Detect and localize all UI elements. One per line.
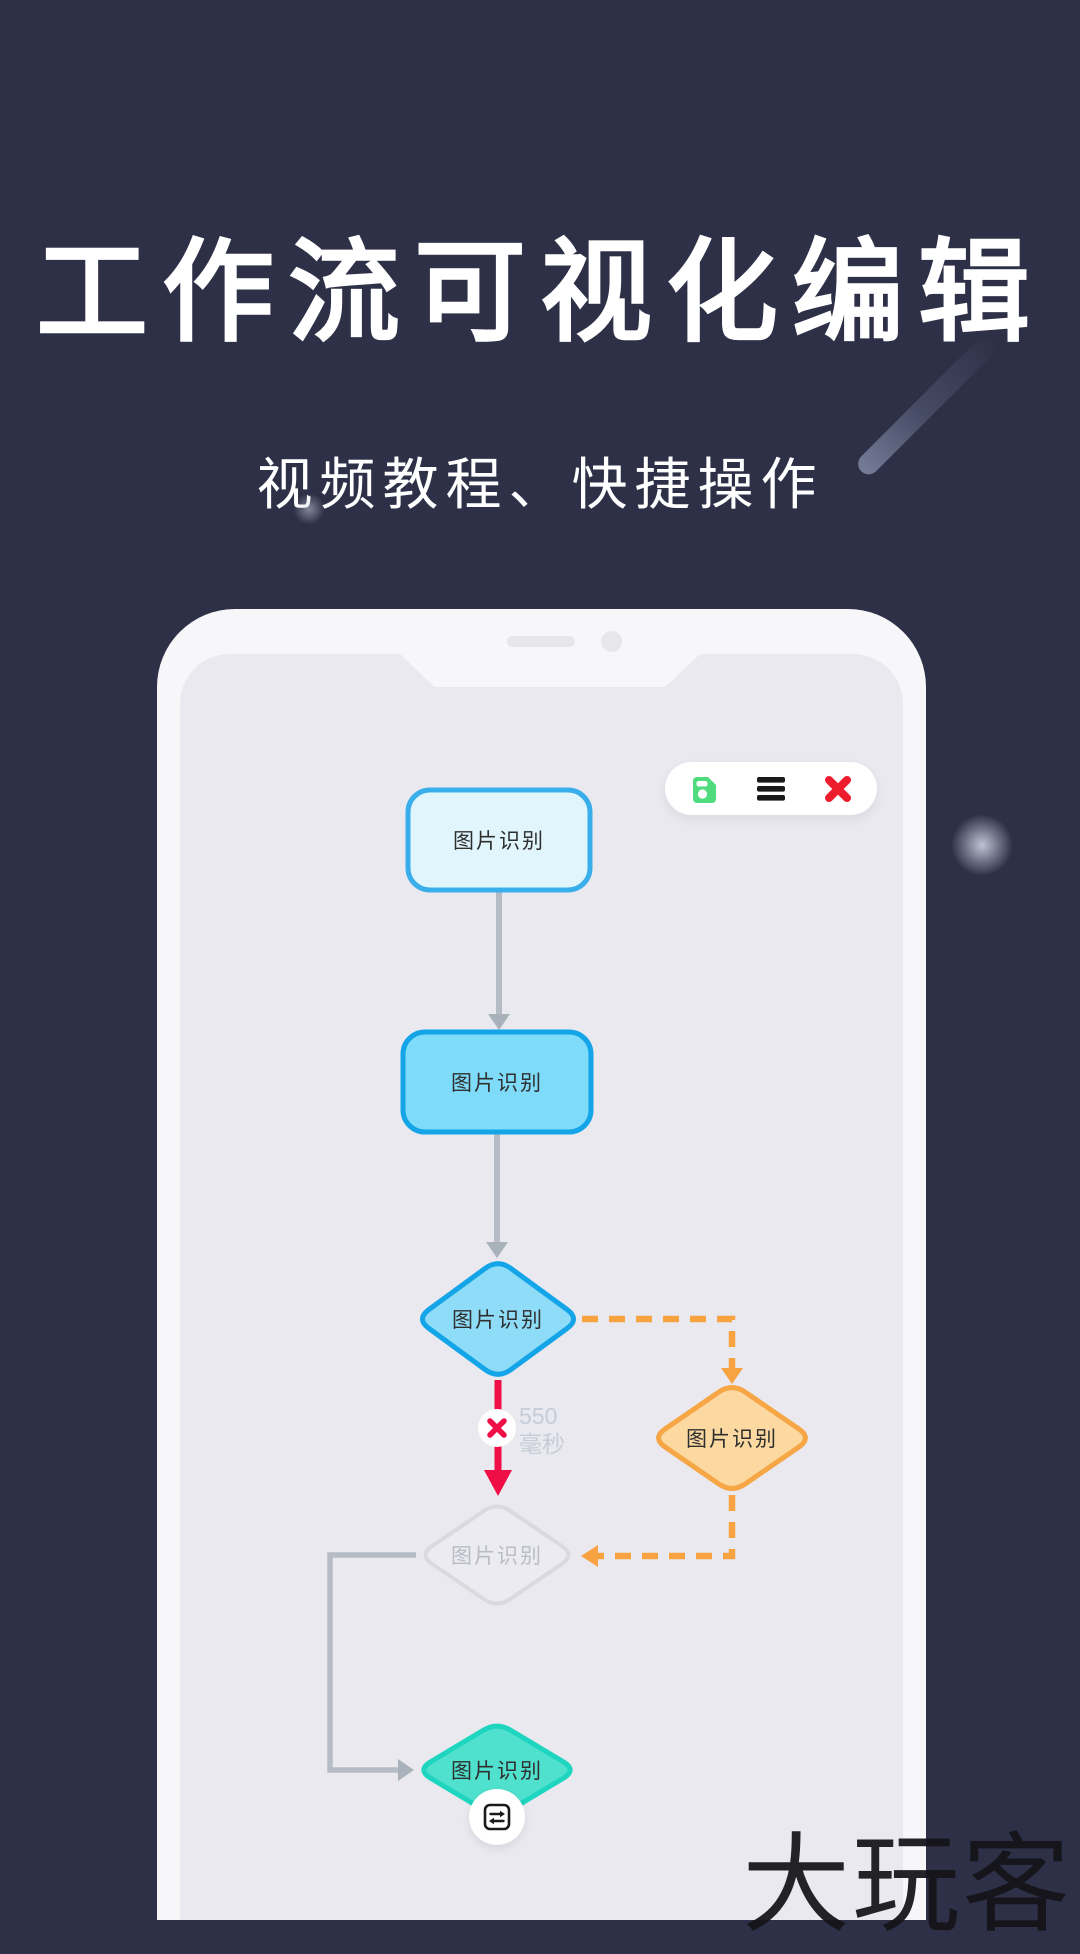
watermark: 大玩客: [742, 1824, 1073, 1945]
arrowhead-left-icon: [581, 1545, 598, 1567]
menu-button[interactable]: [756, 774, 786, 804]
page-subtitle: 视频教程、快捷操作: [256, 453, 824, 516]
edge-duration-value: 550: [519, 1403, 557, 1429]
flow-node-end-teal[interactable]: 图片识别: [421, 1723, 573, 1817]
node-label: 图片识别: [451, 1545, 543, 1568]
arrowhead-down-icon: [484, 1470, 512, 1496]
flow-node-start[interactable]: 图片识别: [405, 787, 593, 893]
close-button[interactable]: [823, 774, 853, 804]
node-label: 图片识别: [453, 830, 545, 853]
speaker-pill: [507, 636, 575, 647]
delete-x-icon: [487, 1418, 507, 1438]
close-x-icon: [825, 775, 851, 802]
transfer-arrows-icon: [483, 1803, 511, 1831]
flow-node-step[interactable]: 图片识别: [400, 1029, 594, 1135]
node-label: 图片识别: [451, 1072, 543, 1095]
phone-notch: [400, 654, 700, 687]
arrowhead-down-icon: [488, 1014, 510, 1030]
arrowhead-down-icon: [721, 1368, 743, 1384]
bokeh-dot-small: [292, 492, 326, 526]
page-title: 工作流可视化编辑: [36, 230, 1044, 355]
edge-duration-unit: 毫秒: [519, 1431, 565, 1457]
flow-node-placeholder-gray[interactable]: 图片识别: [423, 1504, 571, 1606]
flow-node-branch-orange[interactable]: 图片识别: [656, 1385, 808, 1491]
edge-node4-node5-branch: [581, 1495, 736, 1567]
swap-button[interactable]: [469, 1789, 525, 1845]
arrowhead-right-icon: [398, 1759, 414, 1781]
save-button[interactable]: [689, 774, 719, 804]
arrowhead-down-icon: [486, 1242, 508, 1258]
node-label: 图片识别: [686, 1428, 778, 1451]
hamburger-menu-icon: [757, 776, 785, 801]
edge-node3-node4-branch: [582, 1315, 743, 1384]
edge-node2-node3: [486, 1134, 508, 1258]
edge-node5-node6-loop: [327, 1552, 416, 1781]
node-label: 图片识别: [452, 1309, 544, 1332]
node-label: 图片识别: [451, 1760, 543, 1783]
camera-dot: [601, 631, 622, 652]
edge-delete-button[interactable]: [478, 1409, 516, 1447]
bokeh-dot-large: [950, 813, 1014, 877]
floppy-save-icon: [693, 776, 716, 803]
editor-toolbar: [665, 762, 877, 815]
edge-node1-node2: [488, 892, 510, 1030]
flow-node-decision-blue[interactable]: 图片识别: [419, 1261, 577, 1377]
